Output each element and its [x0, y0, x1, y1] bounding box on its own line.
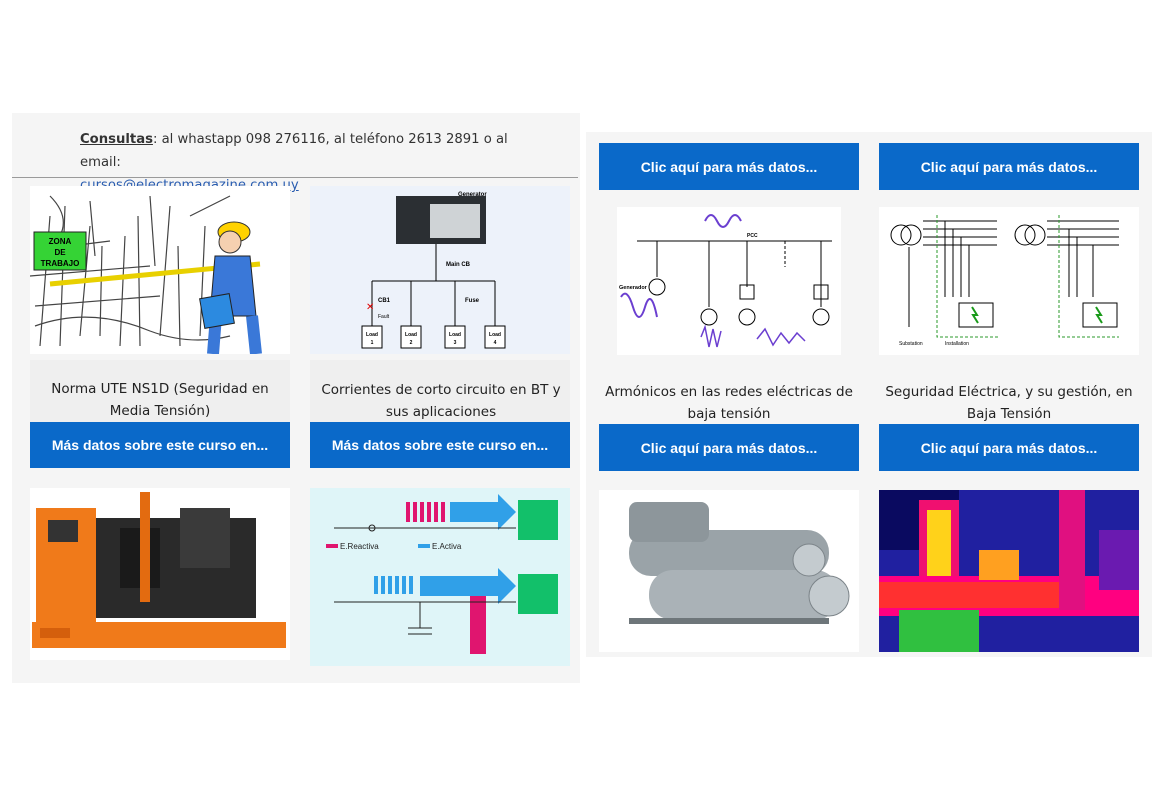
svg-text:4: 4	[494, 340, 497, 346]
course-title-box-2	[310, 360, 570, 422]
course-button-1[interactable]: Más datos sobre este curso en...	[30, 422, 290, 468]
svg-text:Load: Load	[449, 332, 461, 338]
svg-text:Load: Load	[405, 332, 417, 338]
seguridad-top-button[interactable]: Clic aquí para más datos...	[879, 143, 1139, 190]
chiller-image[interactable]	[599, 490, 859, 652]
course-image-short-circuit[interactable]: Generator Main CB CB1 Fuse ✕ Fault Load 1…	[310, 186, 570, 354]
svg-text:Fault: Fault	[378, 314, 390, 320]
energy-diagram-image[interactable]: E.Reactiva E.Activa	[310, 488, 570, 666]
svg-text:Fuse: Fuse	[465, 298, 480, 304]
contact-text: : al whastapp 098 276116, al teléfono 26…	[80, 132, 508, 170]
svg-text:Generator: Generator	[458, 192, 487, 198]
course-image-worker[interactable]: ZONA DE TRABAJO	[30, 186, 290, 354]
svg-text:CB1: CB1	[378, 298, 391, 304]
svg-text:Load: Load	[366, 332, 378, 338]
svg-text:2: 2	[410, 340, 413, 346]
svg-text:DE: DE	[54, 248, 66, 257]
svg-text:Generador: Generador	[619, 285, 648, 291]
course-image-harmonics[interactable]: Generador PCC	[617, 207, 841, 355]
course-title-2: Corrientes de corto circuito en BT y sus…	[321, 382, 561, 420]
svg-text:PCC: PCC	[747, 233, 758, 239]
svg-text:ZONA: ZONA	[49, 237, 72, 246]
svg-text:Substation: Substation	[899, 341, 923, 347]
svg-text:1: 1	[371, 340, 374, 346]
svg-text:TRABAJO: TRABAJO	[41, 259, 80, 268]
svg-text:E.Activa: E.Activa	[432, 542, 462, 551]
course-title-4: Seguridad Eléctrica, y su gestión, en Ba…	[885, 384, 1133, 422]
svg-text:Main CB: Main CB	[446, 262, 471, 268]
armonicos-top-button[interactable]: Clic aquí para más datos...	[599, 143, 859, 190]
svg-text:✕: ✕	[366, 302, 374, 313]
course-button-4[interactable]: Clic aquí para más datos...	[879, 424, 1139, 471]
course-title-box-1	[30, 360, 290, 422]
course-button-2[interactable]: Más datos sobre este curso en...	[310, 422, 570, 468]
svg-text:Installation: Installation	[945, 341, 969, 347]
contact-label: Consultas	[80, 132, 153, 147]
svg-text:3: 3	[454, 340, 457, 346]
svg-text:Load: Load	[489, 332, 501, 338]
course-image-electrical-safety[interactable]: Substation Installation	[879, 207, 1139, 355]
course-button-3[interactable]: Clic aquí para más datos...	[599, 424, 859, 471]
generator-set-image[interactable]	[30, 488, 290, 660]
course-title-1: Norma UTE NS1D (Seguridad en Media Tensi…	[51, 381, 269, 419]
course-title-3: Armónicos en las redes eléctricas de baj…	[605, 384, 853, 422]
divider	[12, 177, 578, 178]
svg-text:E.Reactiva: E.Reactiva	[340, 542, 379, 551]
thermography-image[interactable]	[879, 490, 1139, 652]
